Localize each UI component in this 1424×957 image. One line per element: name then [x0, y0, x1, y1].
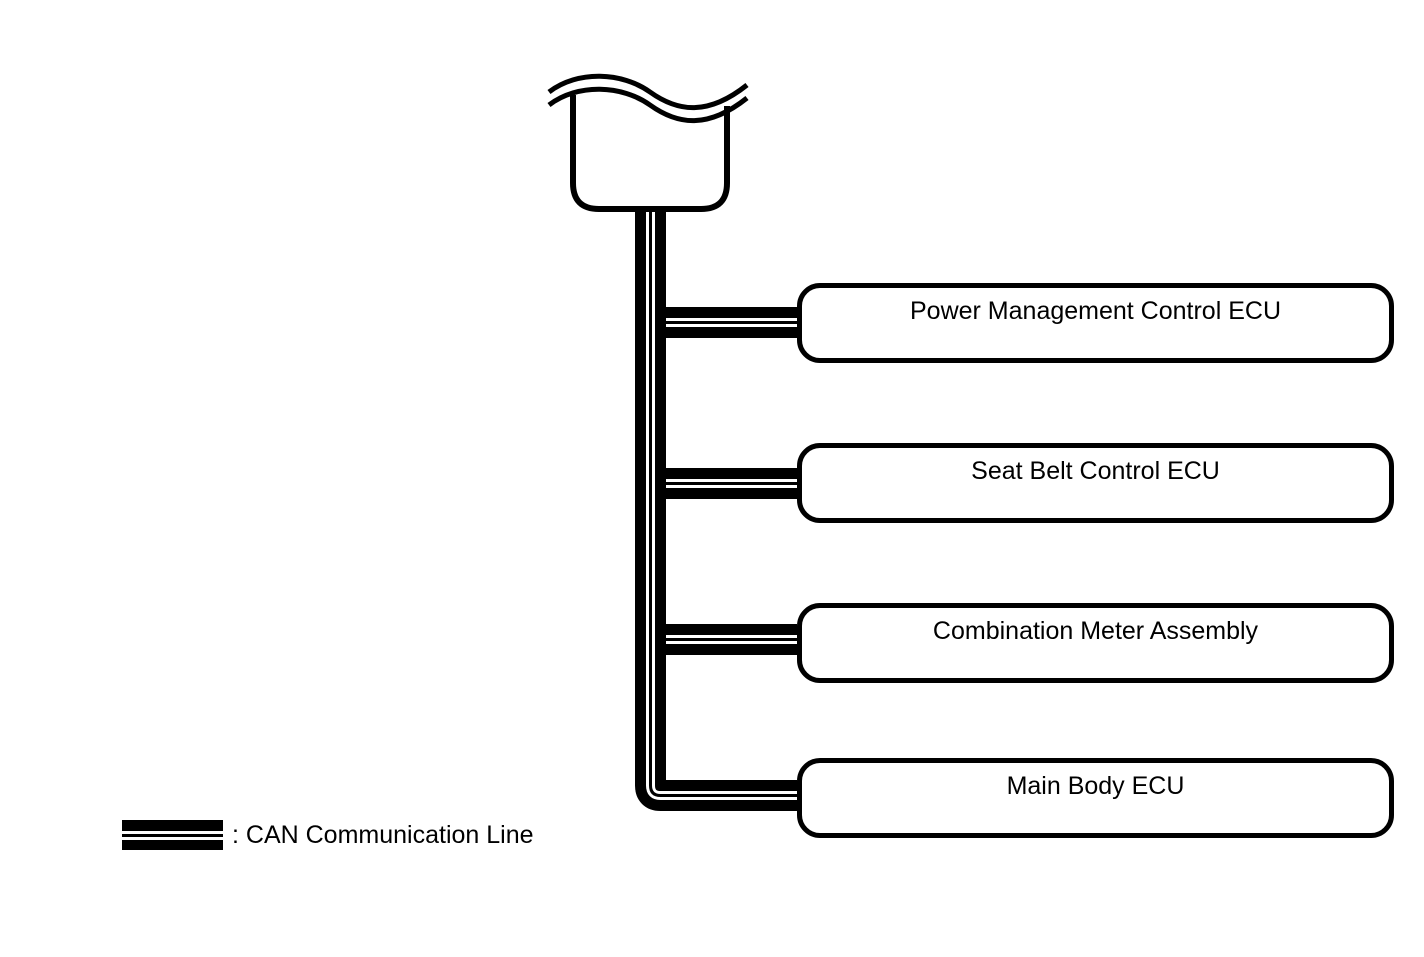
node-combination-meter-assembly: Combination Meter Assembly	[797, 603, 1394, 683]
node-label: Power Management Control ECU	[910, 296, 1281, 325]
torn-edge-wave	[547, 73, 749, 124]
node-label: Combination Meter Assembly	[932, 616, 1259, 645]
legend: : CAN Communication Line	[122, 820, 534, 850]
can-trunk-line	[635, 208, 797, 811]
node-label: Seat Belt Control ECU	[971, 456, 1220, 485]
torn-node-box	[570, 95, 730, 212]
legend-label: : CAN Communication Line	[232, 821, 534, 849]
node-label: Main Body ECU	[1006, 771, 1185, 800]
node-seat-belt-control-ecu: Seat Belt Control ECU	[797, 443, 1394, 523]
node-power-management-control-ecu: Power Management Control ECU	[797, 283, 1394, 363]
node-main-body-ecu: Main Body ECU	[797, 758, 1394, 838]
can-line-swatch	[122, 820, 223, 850]
